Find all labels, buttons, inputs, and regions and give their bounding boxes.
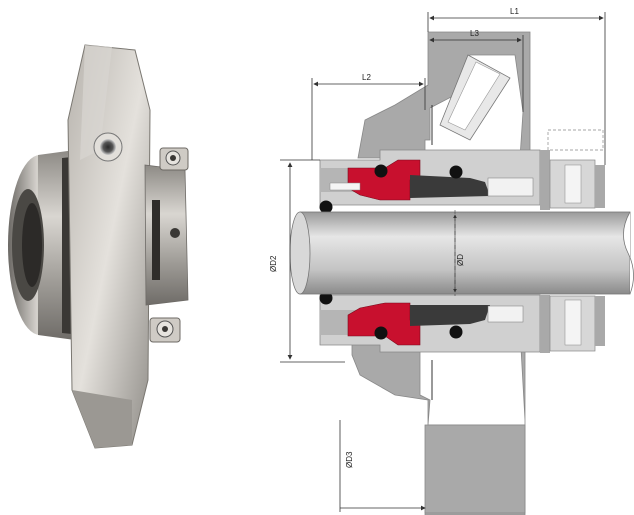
- o-ring-icon: [319, 291, 333, 305]
- o-ring-icon: [449, 165, 463, 179]
- dimension-lines: [280, 12, 606, 512]
- dimension-labels: L1 L3 L2 ØD2 ØD ØD3: [269, 7, 519, 468]
- o-ring-icon: [319, 200, 333, 214]
- o-ring-icon: [374, 326, 388, 340]
- dim-label-l1: L1: [510, 7, 519, 16]
- gland-flange: [67, 44, 151, 449]
- o-ring-icon: [374, 164, 388, 178]
- stationary-face-upper: [410, 175, 490, 198]
- dim-label-d3: ØD3: [345, 451, 354, 468]
- dim-label-d2: ØD2: [269, 255, 278, 272]
- set-screw-icon: [170, 228, 180, 238]
- drive-collar: [144, 164, 189, 306]
- dim-label-d: ØD: [456, 254, 465, 266]
- port-hole-icon: [100, 139, 116, 155]
- housing-upper: [357, 31, 531, 159]
- cartridge-seal-photo-icon: [8, 44, 189, 449]
- dim-label-l3: L3: [470, 29, 479, 38]
- socket-screw-icon: [149, 317, 181, 343]
- dim-label-l2: L2: [362, 73, 371, 82]
- seal-cross-section: [289, 31, 634, 515]
- socket-screw-icon: [159, 147, 189, 171]
- shaft: [299, 211, 631, 295]
- o-ring-icon: [449, 325, 463, 339]
- stationary-face-lower: [410, 305, 490, 326]
